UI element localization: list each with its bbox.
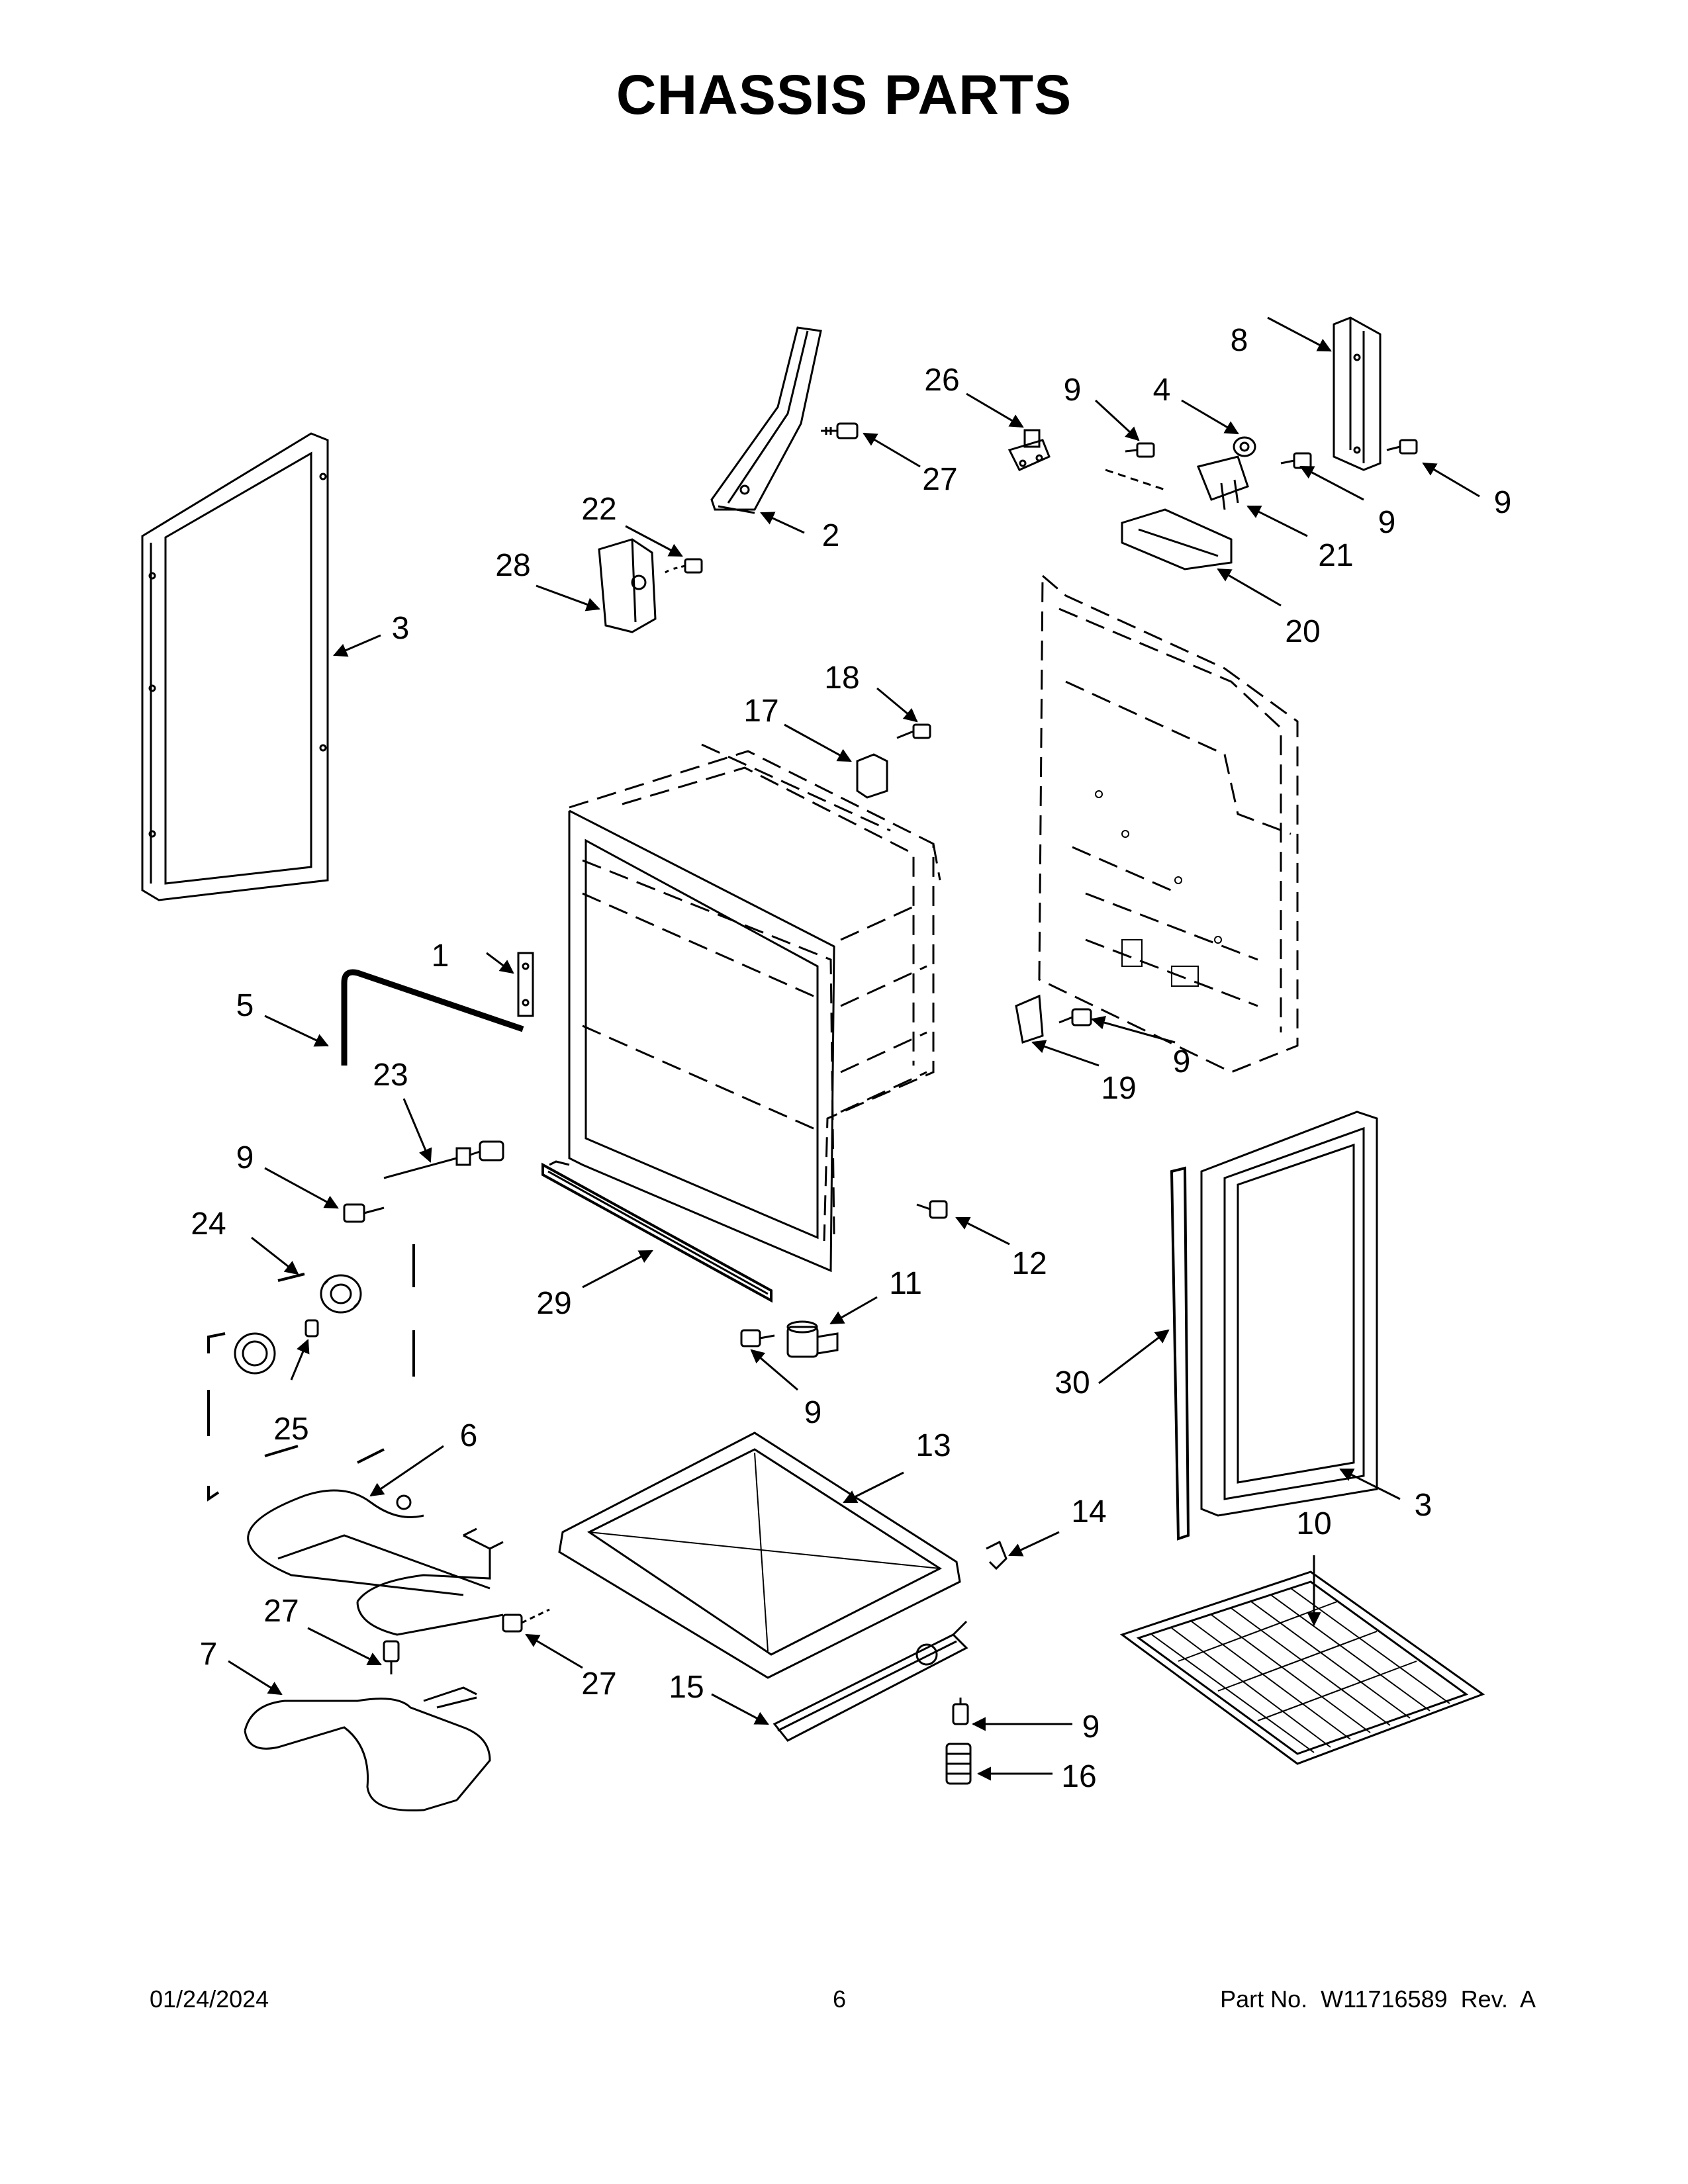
bake-element-6 [247,1489,504,1636]
leg-16 [945,1743,972,1785]
callout-25: 25 [273,1412,308,1447]
callout-16: 16 [1061,1759,1096,1794]
callout-11: 11 [889,1266,922,1301]
screw-22 [661,558,703,576]
footer-page-number: 6 [833,1985,847,2013]
spring-25 [305,1319,319,1338]
bracket-17 [856,753,888,799]
callout-3b: 3 [1415,1488,1432,1523]
callout-9f: 9 [804,1395,822,1430]
callout-27b: 27 [263,1594,299,1629]
callout-26: 26 [924,363,959,398]
sensor-23 [383,1140,504,1179]
broil-element-7 [244,1686,491,1812]
callout-5: 5 [236,988,254,1023]
callout-9e: 9 [236,1140,254,1175]
callout-6: 6 [460,1418,478,1453]
rail-15 [773,1620,968,1742]
callout-21: 21 [1318,538,1353,573]
screw-9-bracket19 [1058,1008,1092,1026]
knob [234,1332,276,1375]
screw-9-far-right [1386,439,1418,455]
rear-panel [1038,573,1299,1073]
page-title: CHASSIS PARTS [616,64,1072,126]
callout-30: 30 [1055,1365,1090,1400]
screw-9-left [343,1203,385,1223]
channel-8 [1333,316,1382,471]
callout-3a: 3 [392,611,410,646]
callout-9g: 9 [1082,1709,1100,1745]
screw-9-valve [740,1329,775,1347]
callout-27c: 27 [581,1666,616,1702]
screw-9-right [1280,452,1312,469]
callout-19: 19 [1101,1071,1136,1106]
callout-18: 18 [824,660,859,696]
oven-front-frame [549,809,835,1273]
callout-10: 10 [1296,1506,1331,1541]
gasket-30 [1170,1166,1190,1541]
right-side-panel [1200,1111,1378,1517]
callout-2: 2 [822,518,840,553]
screw-9-leveling [952,1698,969,1725]
oven-rack-10 [1119,1570,1485,1765]
footer-date: 01/24/2024 [150,1985,269,2013]
rear-bracket [710,326,822,514]
callout-9d: 9 [1173,1044,1191,1079]
screw-27-element [502,1608,550,1633]
callout-24: 24 [191,1206,226,1242]
screw-18 [896,723,931,739]
bottom-pan-13 [558,1432,961,1679]
callout-15: 15 [669,1670,704,1705]
callout-9c: 9 [1494,485,1512,520]
screw-27-top [821,422,859,439]
callout-13: 13 [915,1428,951,1463]
callout-17: 17 [743,694,778,729]
screw-12 [916,1200,948,1219]
callout-4: 4 [1153,373,1171,408]
callout-23: 23 [373,1058,408,1093]
valve-11 [786,1320,839,1358]
callout-14: 14 [1071,1494,1106,1529]
bracket-19 [1015,994,1044,1044]
oven-cavity [569,743,941,1242]
callout-22: 22 [581,492,616,527]
gasket-5 [341,969,524,1066]
oven-rack-wires [1151,1588,1450,1753]
screw-27-left [383,1640,400,1674]
clip-14 [986,1540,1008,1570]
callout-20: 20 [1285,614,1320,649]
callout-1: 1 [432,938,449,974]
thermostat-24 [320,1274,362,1314]
bracket-21 [1196,455,1249,510]
callout-9a: 9 [1064,373,1082,408]
callout-29: 29 [536,1286,571,1321]
screw-9-upper [1125,442,1155,458]
callout-27a: 27 [922,462,957,497]
left-side-panel [141,432,329,901]
callout-7: 7 [200,1637,218,1672]
callout-28: 28 [495,548,530,583]
callout-12: 12 [1011,1246,1047,1281]
footer-part-number: Part No. W11716589 Rev. A [1220,1985,1536,2013]
hinge-1 [517,952,534,1017]
bracket-20 [1121,508,1233,570]
dashed-group-box [207,1244,415,1502]
bracket-26 [1008,429,1051,471]
callout-8: 8 [1231,323,1248,358]
callout-9b: 9 [1378,505,1396,540]
trim-29 [541,1162,773,1303]
block-28 [598,538,657,633]
nut-4 [1233,436,1256,457]
rear-panel-details [1095,790,1222,987]
